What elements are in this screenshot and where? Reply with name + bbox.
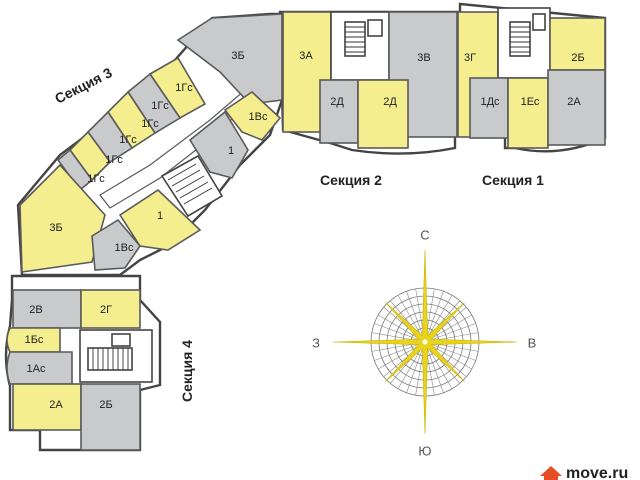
compass-west-label: З [312, 335, 320, 350]
compass-north-label: С [420, 227, 429, 242]
apartment-s3-3b-top[interactable] [176, 13, 283, 105]
apartment-s1-2a[interactable] [547, 69, 606, 146]
compass-spoke [424, 341, 476, 361]
compass-spoke [374, 341, 426, 361]
compass-spoke [424, 291, 444, 343]
apartment-s4-2g[interactable] [80, 289, 141, 329]
stairs-section-2 [344, 19, 383, 57]
label-s3-3b-bottom: 3Б [49, 222, 62, 234]
apartment-s3-1vs-top[interactable] [223, 90, 282, 141]
apartment-s1-1ds[interactable] [469, 77, 509, 139]
label-s4-1as: 1Ас [27, 363, 46, 375]
label-s3-3b-top: 3Б [231, 50, 244, 62]
label-s1-2a: 2А [567, 96, 581, 108]
lift-s2 [367, 19, 383, 37]
watermark: move.ru [540, 465, 628, 480]
label-s3-1gs-6: 1Гс [87, 173, 105, 185]
compass-spoke [424, 341, 444, 393]
label-s1-2b: 2Б [571, 52, 584, 64]
compass-east-label: В [528, 335, 537, 350]
compass-spoke [424, 323, 476, 343]
apartment-s4-2v[interactable] [12, 289, 82, 329]
stair-box-s1 [509, 21, 531, 57]
section-label-1: Секция 1 [482, 172, 544, 188]
label-s1-1ds: 1Дс [480, 96, 500, 108]
label-s3-1-lower: 1 [157, 210, 163, 222]
block-section-4: 2В 2Г 1Бс 1Ас 2А 2Б [4, 274, 162, 452]
compass-center [421, 338, 429, 346]
compass-spoke [406, 341, 426, 393]
block-section-3: 3Б 1Гс 1Гс 1Гс 1Гс 1Гс 1Гс 1Вс 1 1 3Б 1В… [16, 12, 284, 277]
compass-rose [332, 249, 518, 435]
label-s3-1gs-1: 1Гс [175, 82, 193, 94]
label-s3-1gs-3: 1Гс [141, 118, 159, 130]
compass-star [332, 249, 518, 435]
label-s3-1-upper: 1 [228, 145, 234, 157]
stair-box-s2 [344, 21, 366, 57]
compass-spoke [406, 291, 426, 343]
block-sections-1-2: 3А 3В 2Д 2Д 3Г 2Б 1Дс 1Ес 2А [278, 2, 607, 155]
section-label-3: Секция 3 [52, 64, 115, 106]
label-s3-1vs-top: 1Вс [249, 111, 268, 123]
stair-box-s4 [87, 347, 133, 371]
apartment-s2-2d-right[interactable] [357, 79, 409, 149]
apartment-s2-2d-left[interactable] [319, 79, 359, 144]
watermark-text: move.ru [566, 465, 628, 480]
label-s1-1es: 1Ес [521, 96, 540, 108]
apartment-s1-1es[interactable] [507, 77, 549, 149]
apartment-s3-1vs-bottom[interactable] [91, 218, 142, 271]
section-label-4: Секция 4 [179, 340, 195, 402]
apartment-s4-2a[interactable] [12, 383, 82, 431]
compass-south-label: Ю [418, 443, 431, 458]
core-section-3 [160, 154, 224, 218]
lift-s1 [532, 13, 546, 31]
lift-s4 [111, 333, 131, 347]
label-s2-2d-left: 2Д [330, 96, 344, 108]
label-s4-2b: 2Б [99, 399, 112, 411]
label-s4-2a: 2А [49, 399, 63, 411]
label-s2-3a: 3А [299, 50, 313, 62]
apartment-s4-2b[interactable] [80, 383, 141, 451]
compass-spoke [374, 323, 426, 343]
label-s3-1vs-bottom: 1Вс [115, 242, 134, 254]
stairs-section-1 [509, 13, 546, 57]
label-s1-3g: 3Г [464, 52, 476, 64]
label-s3-1gs-4: 1Гс [119, 134, 137, 146]
label-s2-3v: 3В [417, 52, 430, 64]
label-s4-1bs: 1Бс [25, 334, 44, 346]
section-label-2: Секция 2 [320, 172, 382, 188]
label-s4-2g: 2Г [100, 304, 112, 316]
apartment-s3-1-upper[interactable] [188, 110, 249, 179]
apartment-s1-2b[interactable] [549, 17, 606, 71]
stairs-section-4 [87, 333, 133, 371]
label-s3-1gs-5: 1Гс [105, 154, 123, 166]
stairs-section-3 [167, 163, 213, 205]
label-s4-2v: 2В [29, 304, 42, 316]
label-s2-2d-right: 2Д [383, 96, 397, 108]
house-logo-icon [540, 466, 562, 480]
label-s3-1gs-2: 1Гс [151, 100, 169, 112]
